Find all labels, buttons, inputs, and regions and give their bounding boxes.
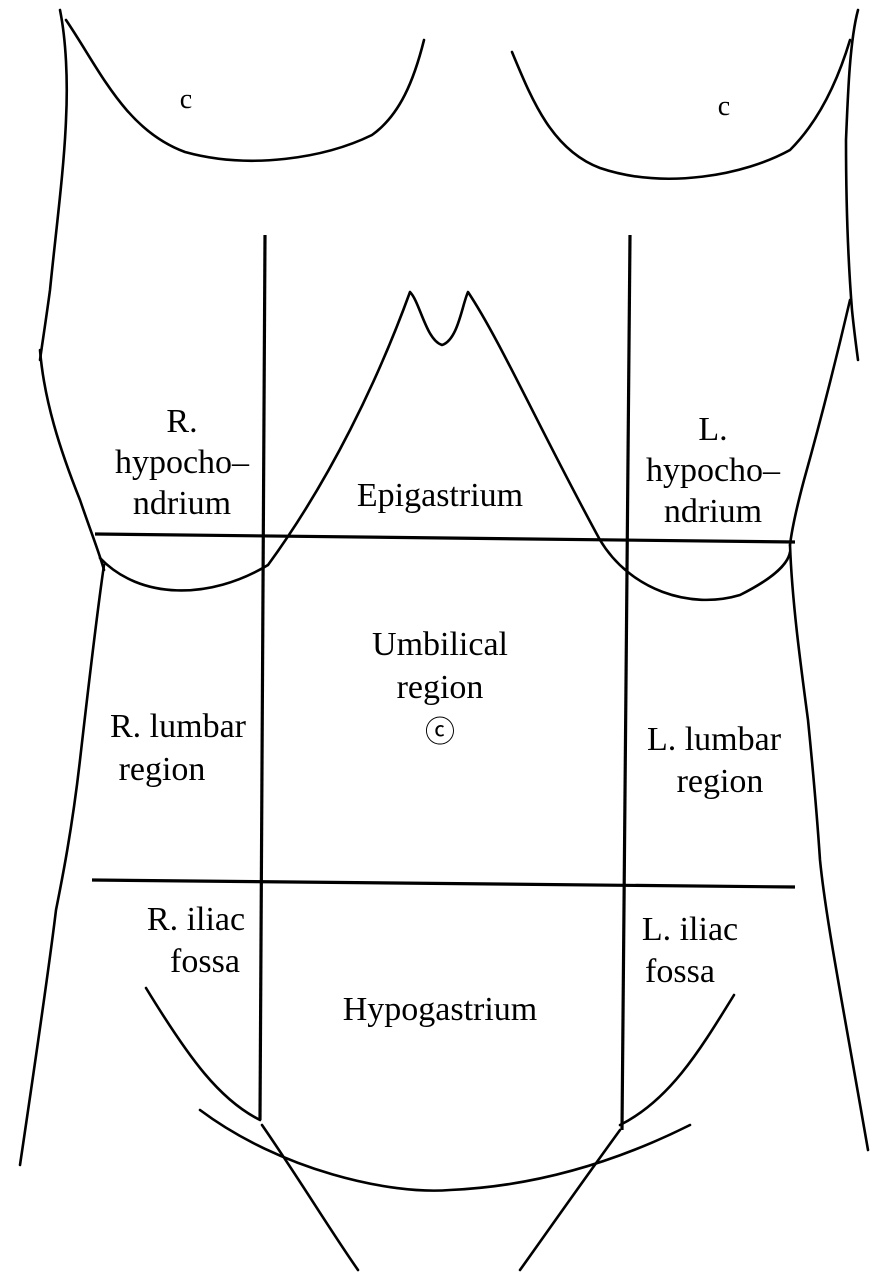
left-thigh-line (520, 1130, 620, 1270)
umbilical-label-1: Umbilical (372, 626, 508, 663)
hypogastrium-label: Hypogastrium (343, 991, 538, 1028)
right-thigh-line (262, 1125, 358, 1270)
intertubercular-line (92, 880, 795, 887)
right-iliac-crest (146, 988, 260, 1120)
umbilical-label-2: region (397, 669, 484, 706)
l-hypochondrium-label-1: L. (698, 411, 727, 448)
pelvis (146, 988, 734, 1270)
left-nipple-icon: c (180, 84, 192, 115)
left-pectoral-curve (66, 20, 424, 161)
right-flank-line (790, 545, 868, 1150)
r-hypochondrium-label-2: hypocho– (115, 444, 250, 481)
right-arm-line (790, 300, 850, 545)
r-hypochondrium-label-1: R. (166, 403, 197, 440)
subcostal-line (95, 534, 795, 542)
r-lumbar-label-1: R. lumbar (110, 708, 247, 745)
left-iliac-crest (620, 995, 734, 1125)
umbilicus-icon: ⓒ (425, 716, 455, 749)
r-hypochondrium-label-3: ndrium (133, 485, 231, 522)
r-iliac-label-2: fossa (170, 943, 240, 980)
inguinal-curve (200, 1110, 690, 1191)
right-vertical-line (260, 235, 265, 1120)
l-lumbar-label-1: L. lumbar (647, 721, 782, 758)
l-lumbar-label-2: region (677, 763, 764, 800)
l-hypochondrium-label-3: ndrium (664, 493, 762, 530)
l-iliac-label-2: fossa (645, 953, 715, 990)
left-shoulder-line (40, 10, 67, 360)
chest: c c (66, 20, 850, 179)
l-hypochondrium-label-2: hypocho– (646, 452, 781, 489)
epigastrium-label: Epigastrium (357, 477, 523, 514)
left-vertical-line (622, 235, 630, 1130)
r-iliac-label-1: R. iliac (147, 901, 245, 938)
right-nipple-icon: c (718, 91, 730, 122)
right-pectoral-curve (512, 40, 850, 179)
r-lumbar-label-2: region (119, 751, 206, 788)
l-iliac-label-1: L. iliac (642, 911, 738, 948)
left-flank-line (20, 565, 104, 1165)
left-arm-line (40, 350, 104, 570)
